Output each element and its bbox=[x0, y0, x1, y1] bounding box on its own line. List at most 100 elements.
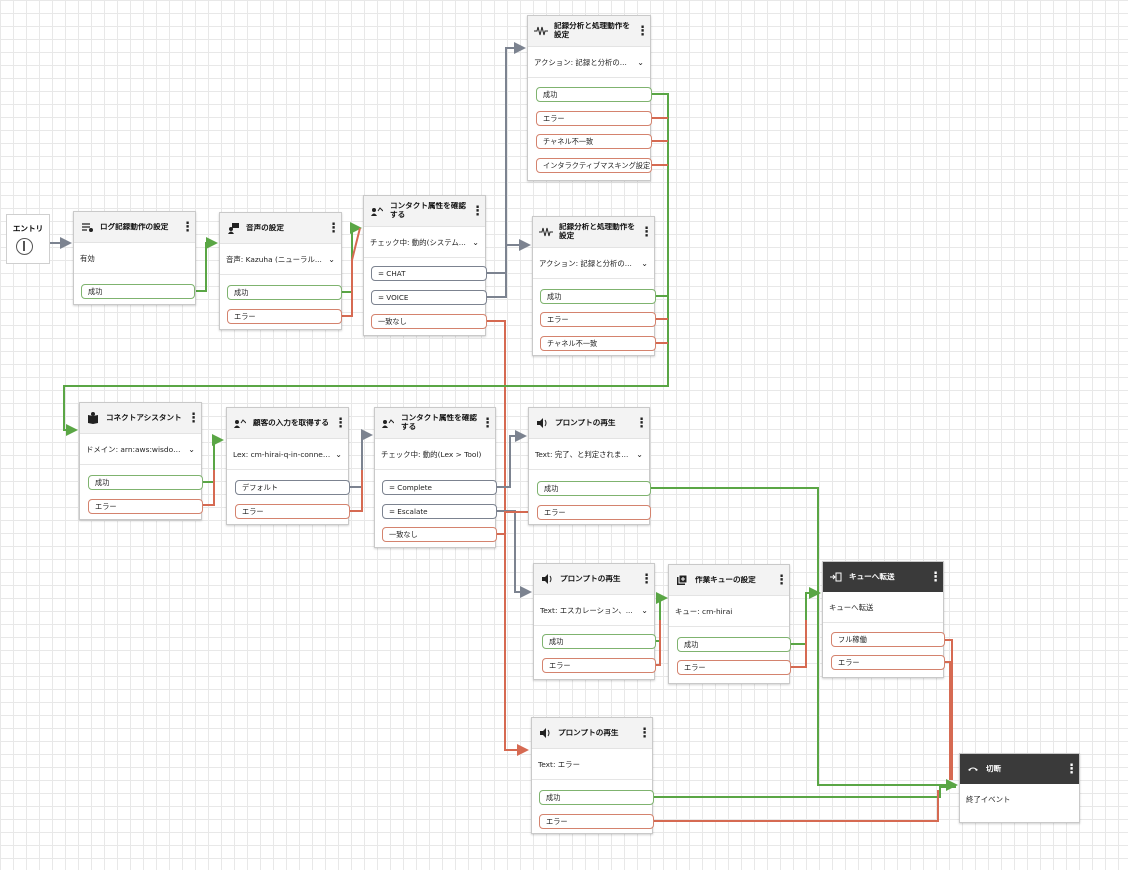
entry-label: エントリ bbox=[12, 224, 44, 233]
more-options-icon[interactable]: ⋮ bbox=[638, 725, 651, 741]
queue-add-icon bbox=[675, 573, 689, 587]
chevron-down-icon[interactable]: ⌄ bbox=[188, 444, 195, 454]
branch-at-capacity[interactable]: フル稼働 bbox=[831, 632, 945, 647]
more-options-icon[interactable]: ⋮ bbox=[471, 203, 484, 219]
branch-error[interactable]: エラー bbox=[831, 655, 945, 670]
more-options-icon[interactable]: ⋮ bbox=[635, 415, 648, 431]
branch-error[interactable]: エラー bbox=[542, 658, 656, 673]
check-attributes-icon bbox=[370, 204, 384, 218]
more-options-icon[interactable]: ⋮ bbox=[481, 415, 494, 431]
block-subtitle: 有効 bbox=[74, 243, 195, 274]
branch-success[interactable]: 成功 bbox=[540, 289, 656, 304]
block-subtitle: Text: エラー bbox=[532, 749, 652, 780]
more-options-icon[interactable]: ⋮ bbox=[929, 569, 942, 585]
more-options-icon[interactable]: ⋮ bbox=[187, 410, 200, 426]
branch-no-match[interactable]: 一致なし bbox=[371, 314, 487, 329]
branch-success[interactable]: 成功 bbox=[88, 475, 203, 490]
branch-success[interactable]: 成功 bbox=[536, 87, 652, 102]
more-options-icon[interactable]: ⋮ bbox=[636, 23, 649, 39]
more-options-icon[interactable]: ⋮ bbox=[640, 224, 653, 240]
block-recording-analytics-2[interactable]: 記録分析と処理動作を設定 ⋮ アクション: 記録と分析の...⌄ 成功 エラー … bbox=[532, 216, 656, 356]
branch-error[interactable]: エラー bbox=[88, 499, 203, 514]
block-play-prompt-1[interactable]: プロンプトの再生 ⋮ Text: 完了、と判定されま...⌄ 成功 エラー bbox=[528, 407, 651, 525]
branch-success[interactable]: 成功 bbox=[542, 634, 656, 649]
branch-default[interactable]: デフォルト bbox=[235, 480, 350, 495]
block-connect-assistant[interactable]: コネクトアシスタント ⋮ ドメイン: arn:aws:wisdom...⌄ 成功… bbox=[79, 402, 203, 520]
block-title: 作業キューの設定 bbox=[695, 575, 756, 584]
branch-error[interactable]: エラー bbox=[539, 814, 654, 829]
block-subtitle: アクション: 記録と分析の...⌄ bbox=[533, 248, 654, 279]
branch-complete[interactable]: = Complete bbox=[382, 480, 497, 495]
branch-success[interactable]: 成功 bbox=[539, 790, 654, 805]
block-check-contact-attributes-1[interactable]: コンタクト属性を確認する ⋮ チェック中: 動的(システム...⌄ = CHAT… bbox=[363, 195, 487, 336]
branch-error[interactable]: エラー bbox=[540, 312, 656, 327]
block-header: プロンプトの再生 ⋮ bbox=[532, 718, 652, 749]
chevron-down-icon[interactable]: ⌄ bbox=[472, 237, 479, 247]
branch-success[interactable]: 成功 bbox=[677, 637, 791, 652]
block-subtitle: キュー: cm-hirai bbox=[669, 596, 789, 627]
chevron-down-icon[interactable]: ⌄ bbox=[636, 449, 643, 459]
block-header: 作業キューの設定 ⋮ bbox=[669, 565, 789, 596]
more-options-icon[interactable]: ⋮ bbox=[334, 415, 347, 431]
more-options-icon[interactable]: ⋮ bbox=[327, 220, 340, 236]
block-subtitle: チェック中: 動的(Lex > Tool) bbox=[375, 439, 495, 470]
block-check-contact-attributes-2[interactable]: コンタクト属性を確認する ⋮ チェック中: 動的(Lex > Tool) = C… bbox=[374, 407, 497, 548]
block-recording-analytics-1[interactable]: 記録分析と処理動作を設定 ⋮ アクション: 記録と分析の...⌄ 成功 エラー … bbox=[527, 15, 652, 181]
more-options-icon[interactable]: ⋮ bbox=[181, 219, 194, 235]
branch-masking-settings[interactable]: インタラクティブマスキング設定... bbox=[536, 158, 652, 173]
block-disconnect[interactable]: 切断 ⋮ 終了イベント bbox=[959, 753, 1080, 823]
chevron-down-icon[interactable]: ⌄ bbox=[637, 57, 644, 67]
chevron-down-icon[interactable]: ⌄ bbox=[328, 254, 335, 264]
block-set-working-queue[interactable]: 作業キューの設定 ⋮ キュー: cm-hirai 成功 エラー bbox=[668, 564, 791, 684]
more-options-icon[interactable]: ⋮ bbox=[775, 572, 788, 588]
block-title: プロンプトの再生 bbox=[555, 418, 616, 427]
block-header: プロンプトの再生 ⋮ bbox=[534, 564, 654, 595]
more-options-icon[interactable]: ⋮ bbox=[1065, 761, 1078, 777]
branch-success[interactable]: 成功 bbox=[227, 285, 342, 300]
branch-channel-mismatch[interactable]: チャネル不一致 bbox=[536, 134, 652, 149]
block-play-prompt-2[interactable]: プロンプトの再生 ⋮ Text: エスカレーション、...⌄ 成功 エラー bbox=[533, 563, 656, 680]
block-title: 記録分析と処理動作を設定 bbox=[559, 223, 635, 240]
block-header: 音声の設定 ⋮ bbox=[220, 213, 341, 244]
block-title: コンタクト属性を確認する bbox=[401, 414, 477, 431]
block-transfer-to-queue[interactable]: キューへ転送 ⋮ キューへ転送 フル稼働 エラー bbox=[822, 561, 945, 678]
block-subtitle: Lex: cm-hirai-q-in-connec...⌄ bbox=[227, 439, 348, 470]
branch-error[interactable]: エラー bbox=[227, 309, 342, 324]
branch-error[interactable]: エラー bbox=[536, 111, 652, 126]
check-attributes-icon bbox=[381, 416, 395, 430]
block-header: 記録分析と処理動作を設定 ⋮ bbox=[528, 16, 650, 47]
chevron-down-icon[interactable]: ⌄ bbox=[335, 449, 342, 459]
block-title: 音声の設定 bbox=[246, 223, 284, 232]
more-options-icon[interactable]: ⋮ bbox=[640, 571, 653, 587]
chevron-down-icon[interactable]: ⌄ bbox=[641, 605, 648, 615]
log-settings-icon bbox=[80, 220, 94, 234]
entry-point[interactable]: エントリ bbox=[6, 214, 50, 264]
block-title: 切断 bbox=[986, 764, 1002, 773]
block-subtitle: 音声: Kazuha (ニューラル...⌄ bbox=[220, 244, 341, 275]
branch-voice[interactable]: = VOICE bbox=[371, 290, 487, 305]
chevron-down-icon[interactable]: ⌄ bbox=[641, 258, 648, 268]
branch-success[interactable]: 成功 bbox=[81, 284, 195, 299]
branch-chat[interactable]: = CHAT bbox=[371, 266, 487, 281]
block-log-settings[interactable]: ログ記録動作の設定 ⋮ 有効 成功 bbox=[73, 211, 196, 305]
block-header: ログ記録動作の設定 ⋮ bbox=[74, 212, 195, 243]
block-play-prompt-3[interactable]: プロンプトの再生 ⋮ Text: エラー 成功 エラー bbox=[531, 717, 654, 834]
block-title: 記録分析と処理動作を設定 bbox=[554, 22, 630, 39]
block-header: 顧客の入力を取得する ⋮ bbox=[227, 408, 348, 439]
block-voice-settings[interactable]: 音声の設定 ⋮ 音声: Kazuha (ニューラル...⌄ 成功 エラー bbox=[219, 212, 342, 330]
branch-channel-mismatch[interactable]: チャネル不一致 bbox=[540, 336, 656, 351]
block-title: キューへ転送 bbox=[849, 572, 895, 581]
block-subtitle: アクション: 記録と分析の...⌄ bbox=[528, 47, 650, 78]
branch-escalate[interactable]: = Escalate bbox=[382, 504, 497, 519]
block-subtitle: Text: エスカレーション、...⌄ bbox=[534, 595, 654, 626]
branch-no-match[interactable]: 一致なし bbox=[382, 527, 497, 542]
block-subtitle: 終了イベント bbox=[966, 794, 1011, 804]
branch-error[interactable]: エラー bbox=[537, 505, 651, 520]
waveform-icon bbox=[539, 225, 553, 239]
block-get-customer-input[interactable]: 顧客の入力を取得する ⋮ Lex: cm-hirai-q-in-connec..… bbox=[226, 407, 350, 525]
branch-success[interactable]: 成功 bbox=[537, 481, 651, 496]
speaker-icon bbox=[540, 572, 554, 586]
branch-error[interactable]: エラー bbox=[235, 504, 350, 519]
branch-error[interactable]: エラー bbox=[677, 660, 791, 675]
